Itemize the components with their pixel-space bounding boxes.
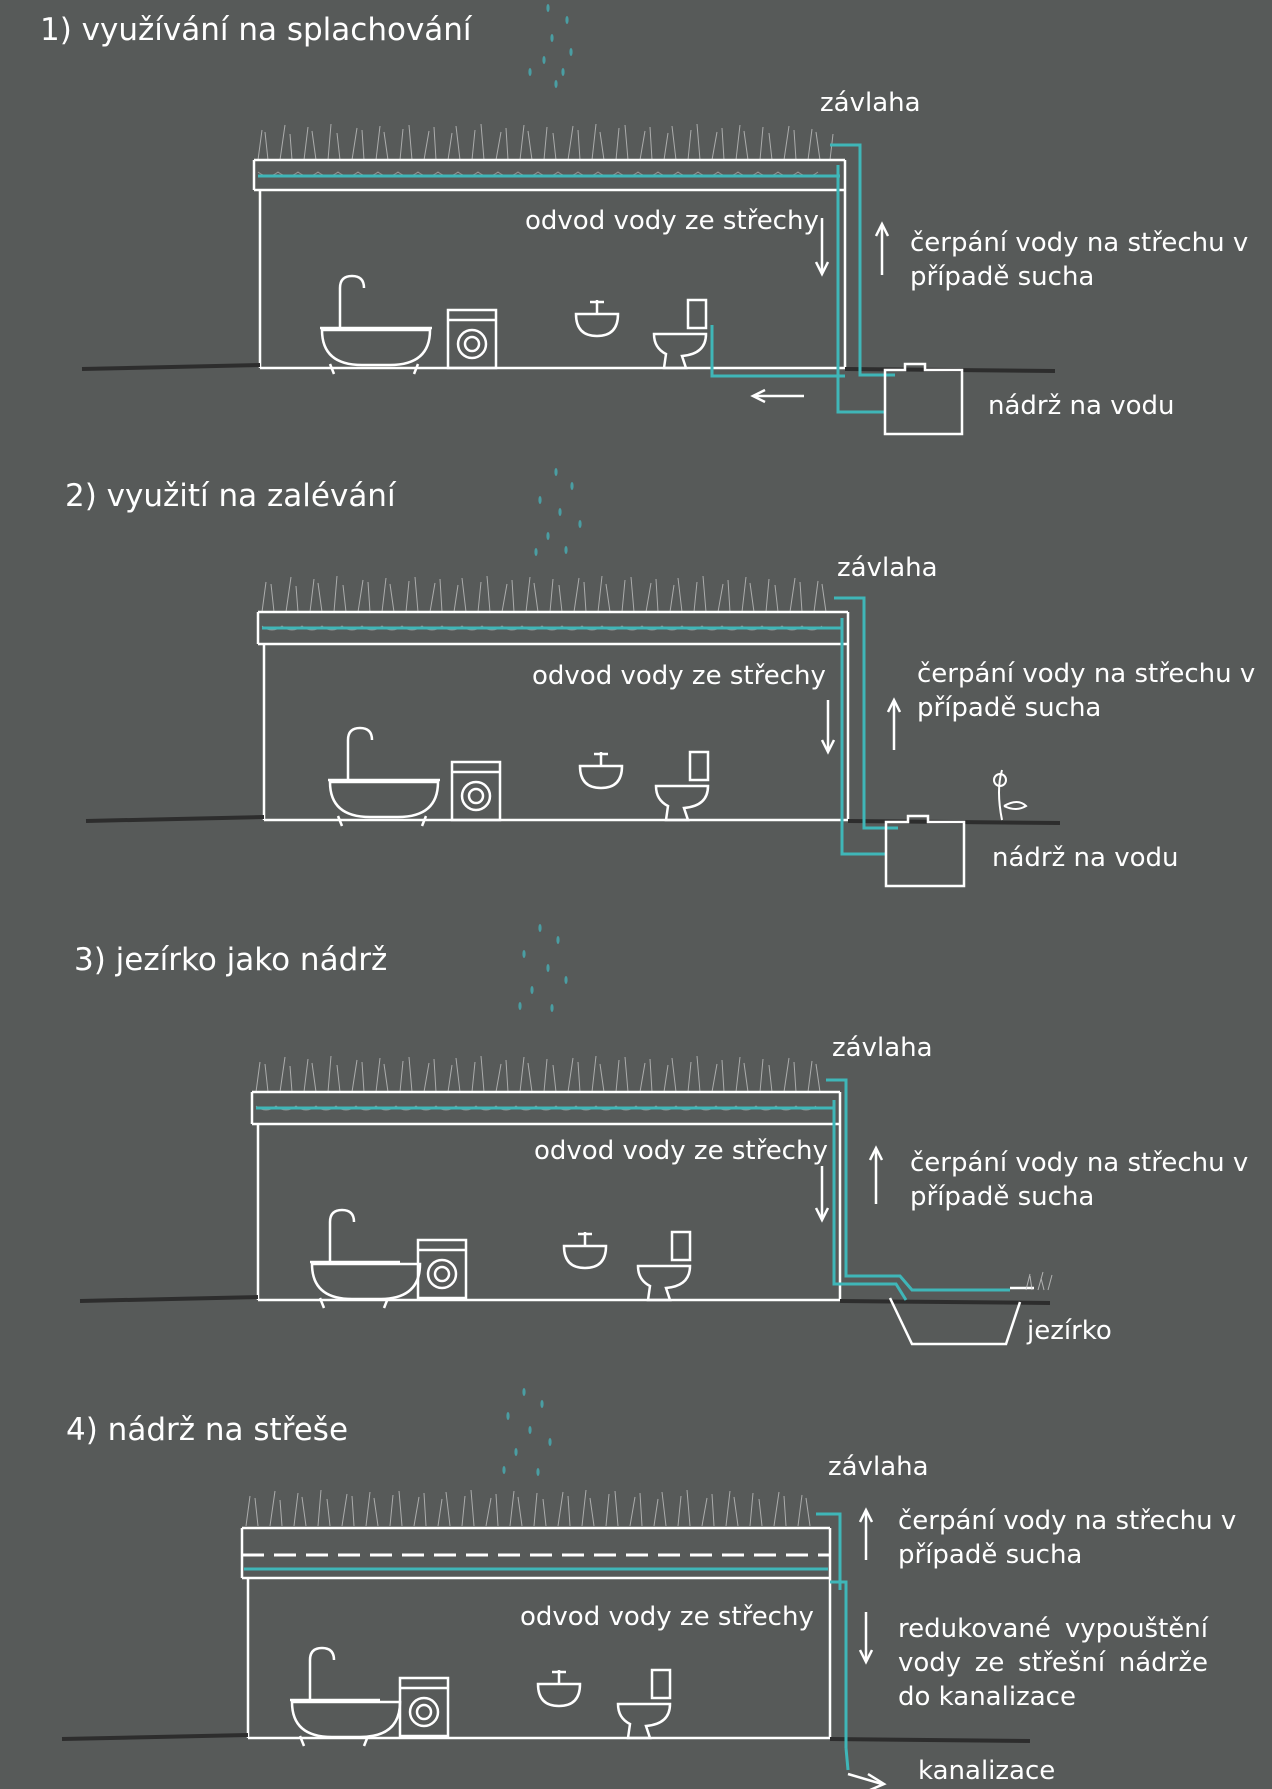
panel-2-drawing	[85, 468, 1061, 888]
ground-line-left	[61, 1733, 249, 1741]
washing-machine-icon	[398, 1676, 450, 1738]
toilet-icon	[616, 1668, 672, 1740]
sewer-label: kanalizace	[918, 1756, 1056, 1786]
green-roof-grass	[245, 1489, 811, 1527]
pump-label: čerpání vody na střechu v případě sucha	[910, 1148, 1249, 1212]
panel-title: 2) využití na zalévání	[65, 478, 396, 514]
toilet-icon	[654, 750, 710, 822]
water-tank	[884, 814, 966, 888]
roof-drain-label: odvod vody ze střechy	[532, 661, 826, 691]
washing-machine-icon	[446, 308, 498, 370]
irrigation-label: závlaha	[828, 1452, 929, 1482]
rain-drops	[534, 468, 582, 556]
pump-label: čerpání vody na střechu v případě sucha	[917, 659, 1256, 723]
green-roof-grass	[261, 575, 827, 613]
bathtub-icon	[328, 726, 440, 827]
panel-2: 2) využití na zalévání závlaha odvod vod…	[0, 450, 1272, 910]
panel-title: 1) využívání na splachování	[40, 12, 472, 48]
building-outline	[240, 1526, 832, 1740]
arrows	[820, 697, 902, 755]
panel-3: 3) jezírko jako nádrž závlaha odvod vody…	[0, 910, 1272, 1350]
bathtub-icon	[290, 1646, 402, 1747]
panel-3-drawing	[79, 924, 1053, 1346]
panel-4-drawing	[61, 1388, 1031, 1789]
sink-icon	[536, 1670, 582, 1708]
green-roof-grass	[257, 123, 834, 161]
washing-machine-icon	[416, 1238, 468, 1300]
arrows	[814, 1145, 884, 1223]
rain-drops	[528, 4, 573, 88]
building-outline	[256, 610, 850, 822]
flower-icon	[993, 769, 1028, 821]
sink-icon	[562, 1232, 608, 1270]
rain-drops	[502, 1388, 552, 1476]
pump-label: čerpání vody na střechu v případě sucha	[910, 228, 1249, 292]
building-outline	[252, 158, 847, 370]
water-pipes	[256, 1078, 1010, 1301]
irrigation-label: závlaha	[820, 88, 921, 118]
ground-line-left	[85, 815, 265, 823]
panel-title: 3) jezírko jako nádrž	[74, 942, 388, 978]
building-outline	[250, 1090, 842, 1302]
pump-label: čerpání vody na střechu v případě sucha	[898, 1506, 1237, 1570]
sink-icon	[574, 300, 620, 338]
panel-4: 4) nádrž na střeše závlaha čerpání vody …	[0, 1350, 1272, 1789]
reduced-discharge-label: redukované vypouštění vody ze střešní ná…	[898, 1614, 1208, 1712]
bathtub-icon	[320, 274, 432, 375]
water-pipes	[244, 1512, 850, 1771]
tank-label: nádrž na vodu	[988, 391, 1175, 421]
pond-reeds	[1025, 1271, 1053, 1291]
ground-line-right	[829, 1737, 1031, 1743]
panel-1: 1) využívání na splachování závlaha odvo…	[0, 0, 1272, 450]
ground-line-left	[79, 1295, 259, 1303]
water-pipes	[258, 143, 895, 414]
roof-drain-label: odvod vody ze střechy	[520, 1602, 814, 1632]
bathtub-icon	[310, 1208, 422, 1309]
arrows	[750, 218, 890, 404]
water-pipes	[262, 596, 898, 856]
ground-line-left	[81, 363, 261, 371]
pond-label: jezírko	[1027, 1316, 1112, 1346]
ground-line-right	[839, 1299, 1051, 1305]
washing-machine-icon	[450, 760, 502, 822]
irrigation-label: závlaha	[837, 553, 938, 583]
arrows	[847, 1507, 887, 1789]
water-tank	[883, 362, 964, 436]
panel-title: 4) nádrž na střeše	[66, 1412, 349, 1448]
pond-outline	[888, 1286, 1034, 1346]
roof-drain-label: odvod vody ze střechy	[534, 1136, 828, 1166]
rain-drops	[518, 924, 568, 1012]
sink-icon	[578, 752, 624, 790]
tank-label: nádrž na vodu	[992, 843, 1179, 873]
toilet-icon	[636, 1230, 692, 1302]
panel-1-drawing	[81, 4, 1056, 436]
toilet-icon	[652, 298, 708, 370]
green-roof-grass	[255, 1055, 821, 1093]
irrigation-label: závlaha	[832, 1033, 933, 1063]
roof-drain-label: odvod vody ze střechy	[525, 206, 819, 236]
